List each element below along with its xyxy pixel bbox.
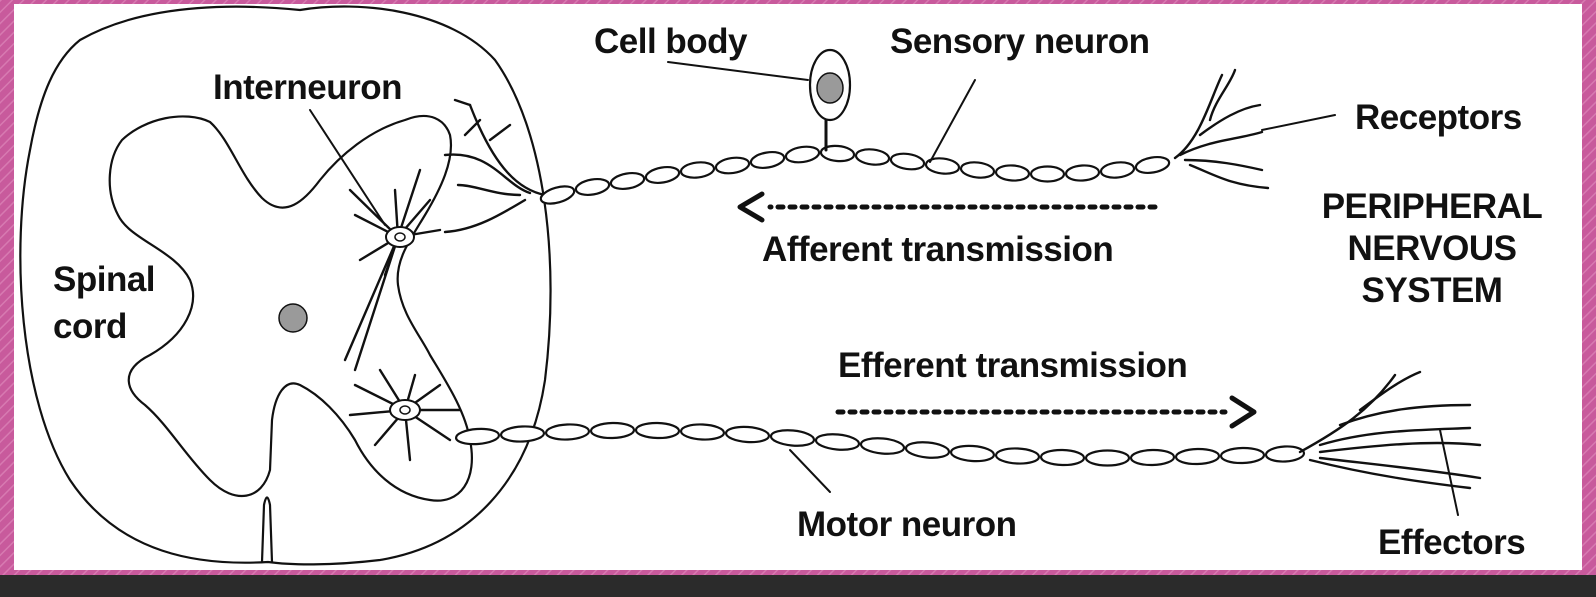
label-interneuron: Interneuron	[213, 68, 402, 107]
receptor-endings	[1173, 68, 1270, 190]
sensory-branches	[443, 98, 547, 234]
myelin-segment	[1084, 449, 1131, 467]
myelin-segment	[589, 421, 636, 440]
myelin-segment	[714, 156, 751, 175]
myelin-segment	[749, 150, 786, 170]
diagram-canvas	[14, 4, 1582, 570]
motor-axon	[454, 421, 1306, 467]
myelin-segment	[1099, 161, 1136, 179]
afferent-arrowhead	[737, 191, 765, 223]
myelin-segment	[1134, 155, 1171, 175]
label-effectors: Effectors	[1378, 523, 1526, 562]
posterior-median-fissure	[260, 496, 274, 564]
sensory-cell-nucleus	[816, 72, 844, 104]
myelin-segment	[959, 161, 996, 179]
pns-line-2: NERVOUS	[1347, 229, 1517, 268]
myelin-segment	[819, 144, 856, 163]
label-efferent-transmission: Efferent transmission	[838, 346, 1188, 385]
interneuron-nucleus	[394, 232, 406, 242]
myelin-segment	[814, 433, 861, 451]
effector-endings	[1298, 370, 1482, 490]
spinal-cord-line-1: Spinal	[53, 260, 156, 299]
myelin-segment	[1264, 445, 1306, 463]
myelin-segment	[1039, 448, 1086, 467]
myelin-segment	[949, 444, 996, 463]
spinal-cord-line-2: cord	[53, 307, 127, 346]
central-canal	[278, 303, 308, 333]
myelin-segment	[1064, 164, 1101, 182]
myelin-segment	[454, 427, 501, 446]
myelin-segment	[499, 425, 546, 443]
label-cell-body: Cell body	[594, 22, 748, 61]
label-spinal-cord: Spinal cord	[53, 256, 156, 350]
leader-lines	[309, 61, 1459, 516]
myelin-segment	[784, 145, 821, 164]
myelin-segment	[994, 164, 1031, 182]
myelin-segment	[634, 421, 681, 440]
myelin-segment	[889, 152, 926, 171]
myelin-segment	[924, 157, 961, 175]
myelin-segment	[544, 423, 591, 441]
gray-matter	[108, 114, 473, 502]
label-sensory-neuron: Sensory neuron	[890, 22, 1150, 61]
myelin-segment	[994, 447, 1041, 465]
sensory-axon	[539, 144, 1171, 205]
pns-line-1: PERIPHERAL	[1321, 187, 1543, 226]
myelin-segment	[769, 429, 816, 447]
myelin-segment	[859, 437, 906, 455]
myelin-segment	[539, 185, 576, 205]
interneuron-body	[385, 226, 415, 248]
motor-neuron-body	[389, 399, 421, 421]
myelin-segment	[1219, 446, 1266, 465]
label-receptors: Receptors	[1355, 98, 1522, 137]
myelin-segment	[679, 423, 726, 441]
motor-neuron-nucleus	[399, 405, 411, 415]
myelin-segment	[1029, 165, 1066, 183]
pns-line-3: SYSTEM	[1361, 271, 1503, 310]
myelin-segment	[724, 425, 771, 444]
spinal-cord-outline	[19, 5, 552, 566]
myelin-segment	[1129, 448, 1176, 467]
myelin-segment	[1174, 447, 1221, 466]
myelin-segment	[904, 441, 951, 459]
myelin-segment	[574, 177, 611, 197]
label-motor-neuron: Motor neuron	[797, 505, 1017, 544]
label-afferent-transmission: Afferent transmission	[762, 230, 1114, 269]
myelin-segment	[854, 148, 891, 166]
efferent-arrowhead	[1229, 395, 1257, 429]
myelin-segment	[679, 161, 716, 179]
label-peripheral-nervous-system: PERIPHERAL NERVOUS SYSTEM	[1305, 186, 1559, 312]
myelin-segment	[644, 165, 681, 185]
myelin-segment	[609, 171, 646, 191]
